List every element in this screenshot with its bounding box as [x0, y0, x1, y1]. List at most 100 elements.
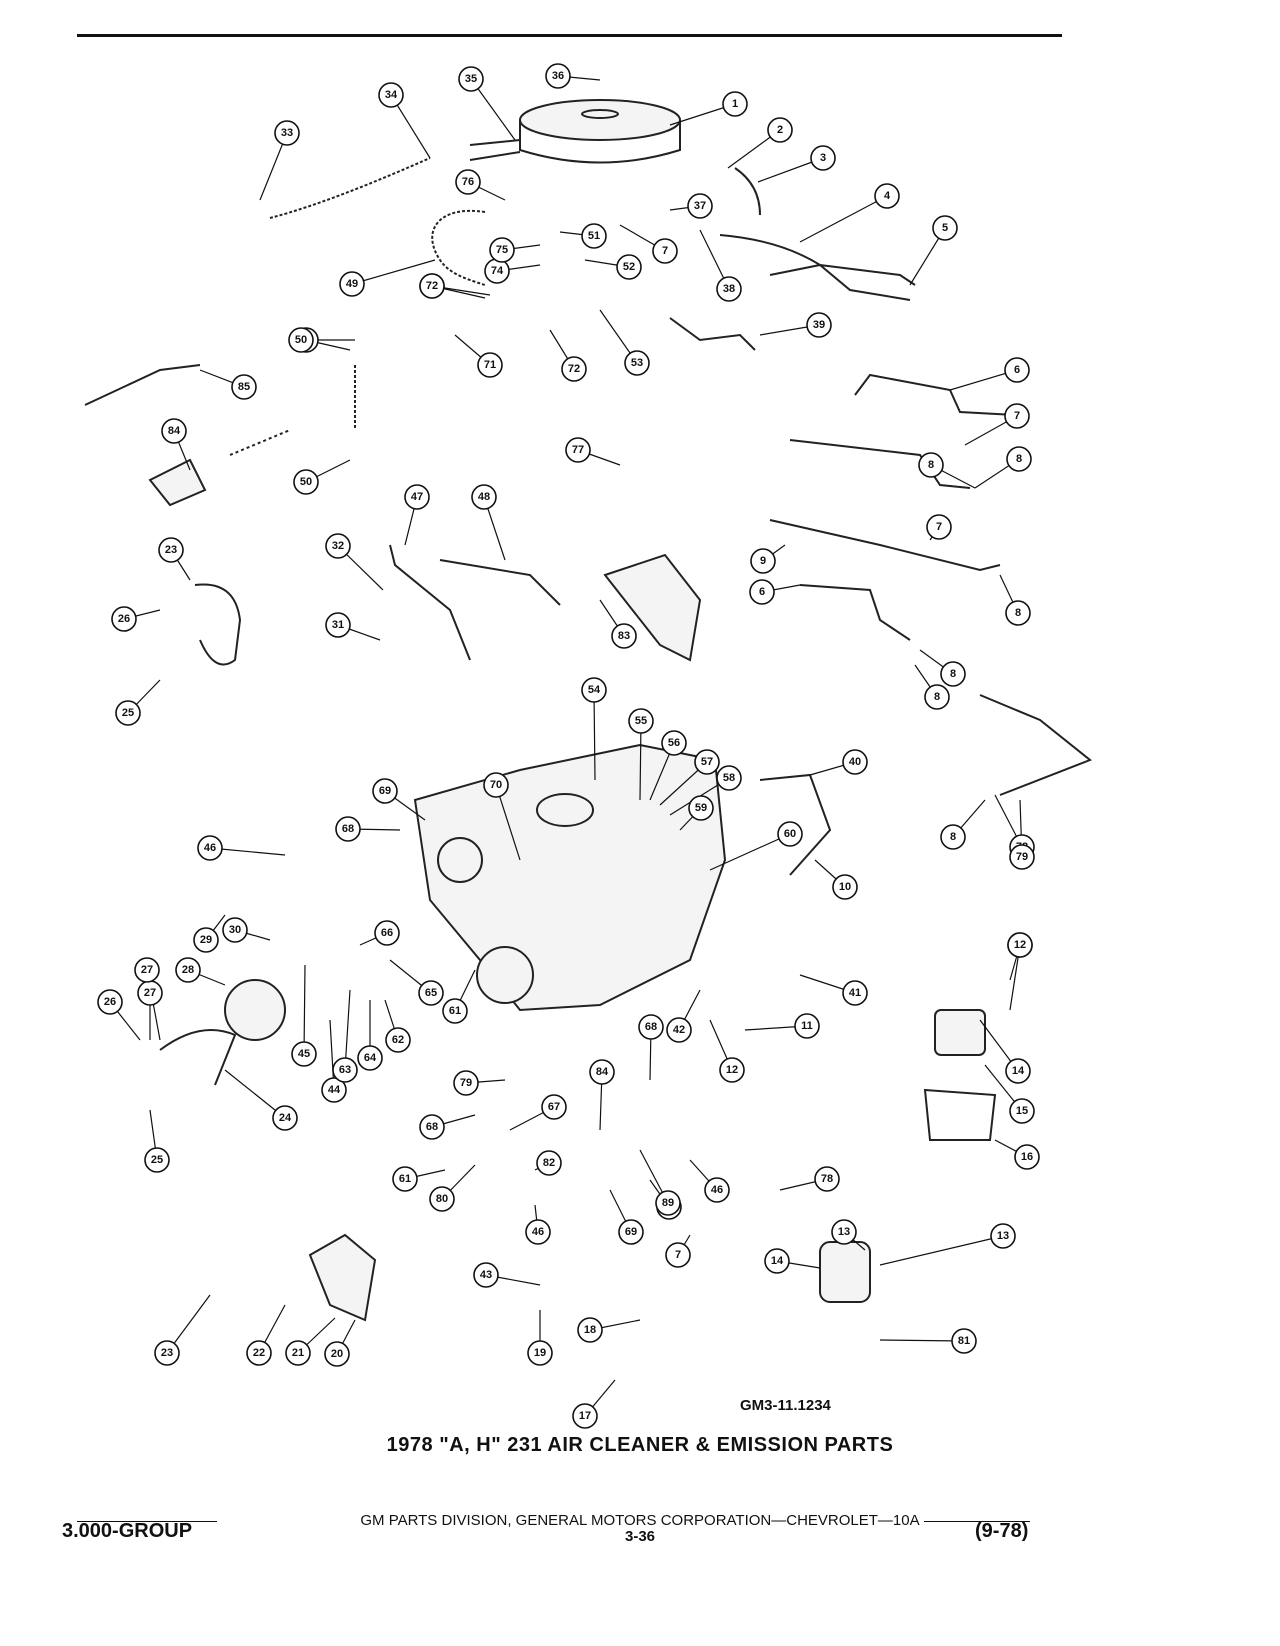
- callout-number: 67: [548, 1101, 560, 1113]
- callout-65: 65: [418, 980, 444, 1006]
- callout-12: 12: [719, 1057, 745, 1083]
- callout-circle: [666, 1017, 692, 1043]
- pipe-47: [389, 544, 471, 661]
- callout-number: 1: [732, 98, 738, 110]
- callout-circle: [719, 1057, 745, 1083]
- callout-circle: [471, 484, 497, 510]
- callout-14: 14: [1005, 1058, 1031, 1084]
- callout-7: 7: [926, 514, 952, 540]
- callout-25: 25: [115, 700, 141, 726]
- callout-circle: [1014, 1144, 1040, 1170]
- callout-17: 17: [572, 1403, 598, 1429]
- vapor-canister: [934, 1009, 986, 1056]
- callout-number: 69: [379, 785, 391, 797]
- callout-circle: [222, 917, 248, 943]
- callout-number: 49: [346, 278, 358, 290]
- callout-circle: [1006, 446, 1032, 472]
- callout-60: 60: [777, 821, 803, 847]
- callout-circle: [272, 1105, 298, 1131]
- callout-number: 43: [480, 1269, 492, 1281]
- footer-rule-right: [910, 1521, 1030, 1522]
- callout-circle: [429, 1186, 455, 1212]
- callout-circle: [638, 1014, 664, 1040]
- callout-circle: [115, 700, 141, 726]
- air-cleaner-lid-center: [581, 109, 619, 119]
- callout-circle: [293, 469, 319, 495]
- callout-number: 89: [662, 1197, 674, 1209]
- callout-57: 57: [694, 749, 720, 775]
- bracket-23: [194, 583, 242, 666]
- callout-number: 36: [552, 70, 564, 82]
- callout-number: 6: [1014, 364, 1020, 376]
- callout-54: 54: [581, 677, 607, 703]
- callout-number: 7: [1014, 410, 1020, 422]
- callout-69: 69: [618, 1219, 644, 1245]
- callout-66: 66: [374, 920, 400, 946]
- leader-line-55: [639, 720, 642, 801]
- callout-number: 38: [723, 283, 735, 295]
- callout-82: 82: [536, 1150, 562, 1176]
- callout-70: 70: [483, 772, 509, 798]
- page-number: 3-36: [624, 1528, 656, 1545]
- callout-50: 50: [293, 469, 319, 495]
- callout-69: 69: [372, 778, 398, 804]
- callout-circle: [589, 1059, 615, 1085]
- canister-14: [819, 1241, 871, 1303]
- callout-34: 34: [378, 82, 404, 108]
- callout-number: 29: [200, 934, 212, 946]
- pipe-6b: [799, 584, 911, 641]
- callout-39: 39: [806, 312, 832, 338]
- callout-24: 24: [272, 1105, 298, 1131]
- callout-number: 51: [588, 230, 600, 242]
- callout-circle: [842, 749, 868, 775]
- callout-circle: [404, 484, 430, 510]
- flex-hose: [431, 209, 486, 286]
- leader-line-81: [879, 1339, 965, 1342]
- callout-number: 8: [950, 831, 956, 843]
- callout-2: 2: [767, 117, 793, 143]
- callout-number: 62: [392, 1034, 404, 1046]
- callout-8: 8: [918, 452, 944, 478]
- callout-circle: [455, 169, 481, 195]
- callout-circle: [565, 437, 591, 463]
- callout-48: 48: [471, 484, 497, 510]
- footer-rule-left: [77, 1521, 217, 1522]
- callout-circle: [581, 677, 607, 703]
- leader-line-63: [344, 989, 351, 1071]
- callout-55: 55: [628, 708, 654, 734]
- callout-number: 30: [229, 924, 241, 936]
- callout-47: 47: [404, 484, 430, 510]
- callout-number: 70: [490, 779, 502, 791]
- leader-line-45: [303, 964, 306, 1055]
- callout-circle: [628, 708, 654, 734]
- callout-number: 48: [478, 491, 490, 503]
- callout-number: 14: [771, 1255, 784, 1267]
- callout-circle: [810, 145, 836, 171]
- callout-circle: [339, 271, 365, 297]
- callout-circle: [134, 957, 160, 983]
- callout-number: 6: [759, 586, 765, 598]
- callout-number: 2: [777, 124, 783, 136]
- callout-77: 77: [565, 437, 591, 463]
- callout-circle: [545, 63, 571, 89]
- carburetor: [536, 793, 594, 827]
- leader-line-60: [709, 833, 791, 871]
- callout-number: 18: [584, 1324, 596, 1336]
- revision-date: (9-78): [975, 1520, 1029, 1542]
- callout-number: 12: [726, 1064, 738, 1076]
- callout-circle: [274, 120, 300, 146]
- callout-number: 66: [381, 927, 393, 939]
- callout-circle: [325, 533, 351, 559]
- leader-line-70: [495, 784, 521, 861]
- callout-layer: 1234567891011121314151617181920212223242…: [97, 63, 1040, 1429]
- callout-circle: [111, 606, 137, 632]
- callout-circle: [1004, 403, 1030, 429]
- callout-22: 22: [246, 1340, 272, 1366]
- callout-8: 8: [924, 684, 950, 710]
- callout-12: 12: [1007, 932, 1033, 958]
- callout-circle: [624, 350, 650, 376]
- footer-credit: GM PARTS DIVISION, GENERAL MOTORS CORPOR…: [0, 1512, 1280, 1529]
- callout-number: 26: [104, 996, 116, 1008]
- callout-8: 8: [1006, 446, 1032, 472]
- callout-circle: [652, 238, 678, 264]
